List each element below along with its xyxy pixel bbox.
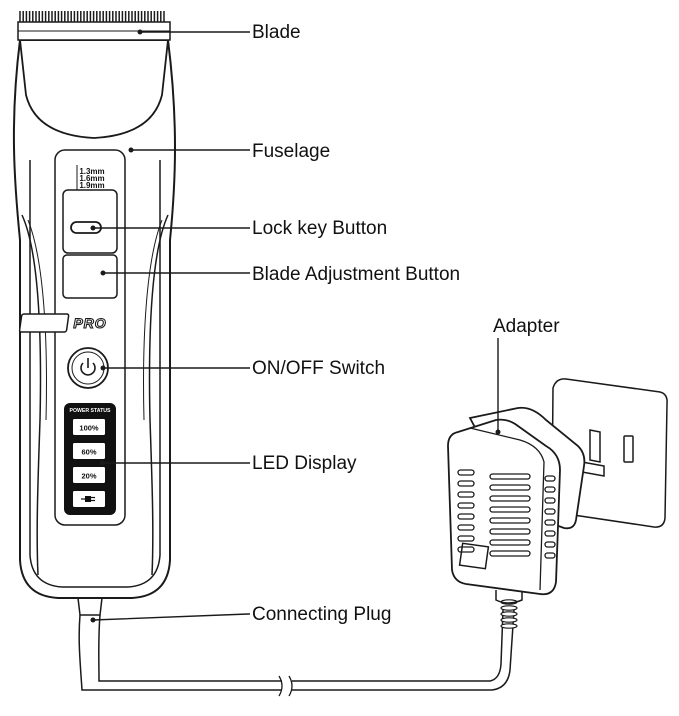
- led-level-100-box: [73, 419, 105, 435]
- label-lock-key-button: Lock key Button: [252, 218, 387, 239]
- control-panel-frame: [54, 149, 126, 526]
- label-fuselage: Fuselage: [252, 141, 330, 162]
- led-level-20: 20%: [81, 472, 96, 481]
- callout-leaders: [90, 29, 501, 623]
- adapter-cord-neck: [495, 590, 523, 604]
- adapter-vent-left: [457, 513, 475, 520]
- left-grip-groove: [21, 214, 42, 576]
- adapter-vent-right: [489, 539, 531, 546]
- right-groove-edge: [143, 219, 163, 421]
- label-on-off-switch: ON/OFF Switch: [252, 358, 385, 379]
- right-grip-groove: [148, 214, 169, 576]
- adapter-vent-left: [457, 502, 475, 509]
- adapter-vent-left: [457, 546, 475, 553]
- wall-socket-slot: [623, 435, 634, 463]
- adapter-edge: [469, 427, 545, 591]
- adapter-prong: [589, 429, 601, 463]
- pro-badge: [18, 313, 70, 333]
- adapter-vents: [457, 469, 556, 559]
- adapter-vent-right: [489, 495, 531, 502]
- adapter-vent-left: [457, 469, 475, 476]
- adapter-vent-left: [457, 535, 475, 542]
- adapter-prong-2: [581, 461, 605, 477]
- charging-plug-icon: [81, 496, 95, 502]
- blade-cover: [19, 39, 169, 139]
- clipper-body-outline: [12, 39, 176, 599]
- label-adapter: Adapter: [493, 316, 560, 337]
- led-level-60: 60%: [81, 448, 96, 457]
- blade-scale-3: 1.9mm: [79, 181, 104, 190]
- adapter-vent-right: [489, 473, 531, 480]
- blade-adjustment-button[interactable]: [62, 254, 118, 299]
- adapter-vent-left: [457, 524, 475, 531]
- adapter-vent-side: [544, 519, 556, 526]
- label-led-display: LED Display: [252, 453, 357, 474]
- power-cord: [78, 599, 518, 697]
- adapter-vent-side: [544, 475, 556, 482]
- adapter-vent-right: [489, 517, 531, 524]
- led-level-20-box: [73, 467, 105, 483]
- left-groove-edge: [27, 219, 47, 421]
- cord-relief-ridge: [500, 611, 518, 617]
- cord-relief-ridge: [500, 617, 518, 623]
- adapter-vent-right: [489, 550, 531, 557]
- led-level-100: 100%: [79, 424, 99, 433]
- label-blade-adjustment-button: Blade Adjustment Button: [252, 264, 460, 285]
- adapter-vent-left: [457, 491, 475, 498]
- cord-relief-ridge: [500, 605, 518, 611]
- adapter-vent-left: [457, 480, 475, 487]
- adapter-vent-side: [544, 541, 556, 548]
- blade-scale-1: 1.3mm: [79, 167, 104, 176]
- adapter-vent-side: [544, 497, 556, 504]
- cord-relief-ridge: [500, 623, 518, 629]
- adapter-label-plate: [458, 542, 490, 570]
- label-blade: Blade: [252, 22, 301, 43]
- led-level-60-box: [73, 443, 105, 459]
- blade-scale-2: 1.6mm: [79, 174, 104, 183]
- hair-clipper: 1.3mm 1.6mm 1.9mm PRO POWER STATUS 100% …: [12, 11, 176, 616]
- label-connecting-plug: Connecting Plug: [252, 604, 391, 625]
- pro-logo-text: PRO: [73, 315, 106, 331]
- adapter-vent-side: [544, 486, 556, 493]
- adapter-vent-right: [489, 484, 531, 491]
- adapter-vent-right: [489, 506, 531, 513]
- adapter-vent-side: [544, 530, 556, 537]
- adapter-vent-right: [489, 528, 531, 535]
- led-panel-title: POWER STATUS: [69, 408, 111, 414]
- cord-strain-relief: [77, 597, 103, 616]
- clipper-inner-outline: [29, 160, 161, 588]
- adapter-vent-side: [544, 508, 556, 515]
- adapter-vent-side: [544, 552, 556, 559]
- power-adapter: [447, 378, 668, 604]
- power-icon: [80, 362, 96, 376]
